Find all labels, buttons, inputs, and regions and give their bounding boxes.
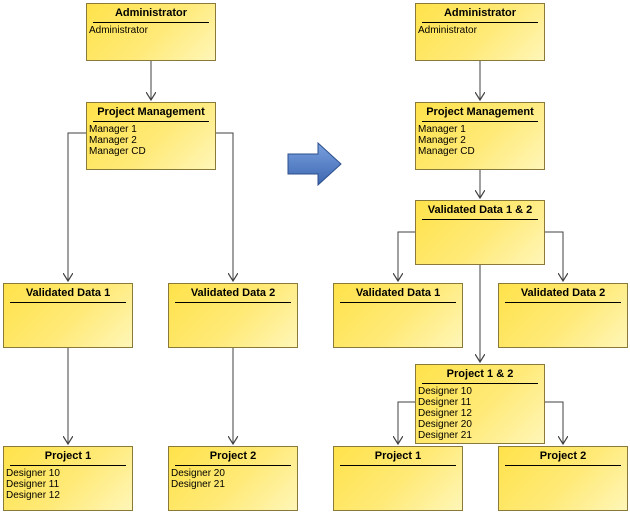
node-title: Validated Data 1 & 2 [422,204,538,220]
connector-arrow [216,132,233,281]
member-entry: Designer 10 [418,386,472,397]
node-title: Validated Data 2 [505,287,621,303]
member-entry: Manager CD [89,146,146,157]
node-members: Administrator [418,25,544,36]
member-entry: Designer 20 [418,419,472,430]
node-vd1[interactable]: Validated Data 1 [3,283,133,348]
member-entry: Designer 12 [6,490,60,501]
node-title: Validated Data 2 [175,287,291,303]
node-title: Project Management [422,106,538,122]
node-title: Project 2 [175,450,291,466]
connector-arrow [545,401,563,444]
member-entry: Manager 1 [418,124,466,135]
member-entry: Designer 21 [418,430,472,441]
node-title: Project 2 [505,450,621,466]
right-arrow-icon [287,141,342,187]
node-vd1[interactable]: Validated Data 1 [333,283,463,348]
node-title: Project 1 [340,450,456,466]
node-title: Validated Data 1 [10,287,126,303]
member-entry: Designer 11 [418,397,472,408]
node-p1[interactable]: Project 1 [333,446,463,511]
member-entry: Designer 12 [418,408,472,419]
node-title: Project Management [93,106,209,122]
member-entry: Designer 20 [171,468,225,479]
connector-arrow [398,231,415,281]
member-entry: Administrator [418,25,477,36]
node-members: Administrator [89,25,215,36]
connector-arrow [68,132,86,281]
member-entry: Manager 2 [89,135,137,146]
member-entry: Manager CD [418,146,475,157]
connector-arrow [398,401,415,444]
member-entry: Administrator [89,25,148,36]
member-entry: Manager 1 [89,124,137,135]
member-entry: Designer 11 [6,479,60,490]
node-title: Project 1 & 2 [422,368,538,384]
node-vd2[interactable]: Validated Data 2 [498,283,628,348]
node-vd12[interactable]: Validated Data 1 & 2 [415,200,545,265]
member-entry: Manager 2 [418,135,466,146]
node-title: Validated Data 1 [340,287,456,303]
member-entry: Designer 21 [171,479,225,490]
node-title: Administrator [422,7,538,23]
member-entry: Designer 10 [6,468,60,479]
connector-arrow [545,231,563,281]
node-p2[interactable]: Project 2 [498,446,628,511]
node-vd2[interactable]: Validated Data 2 [168,283,298,348]
node-title: Project 1 [10,450,126,466]
node-title: Administrator [93,7,209,23]
